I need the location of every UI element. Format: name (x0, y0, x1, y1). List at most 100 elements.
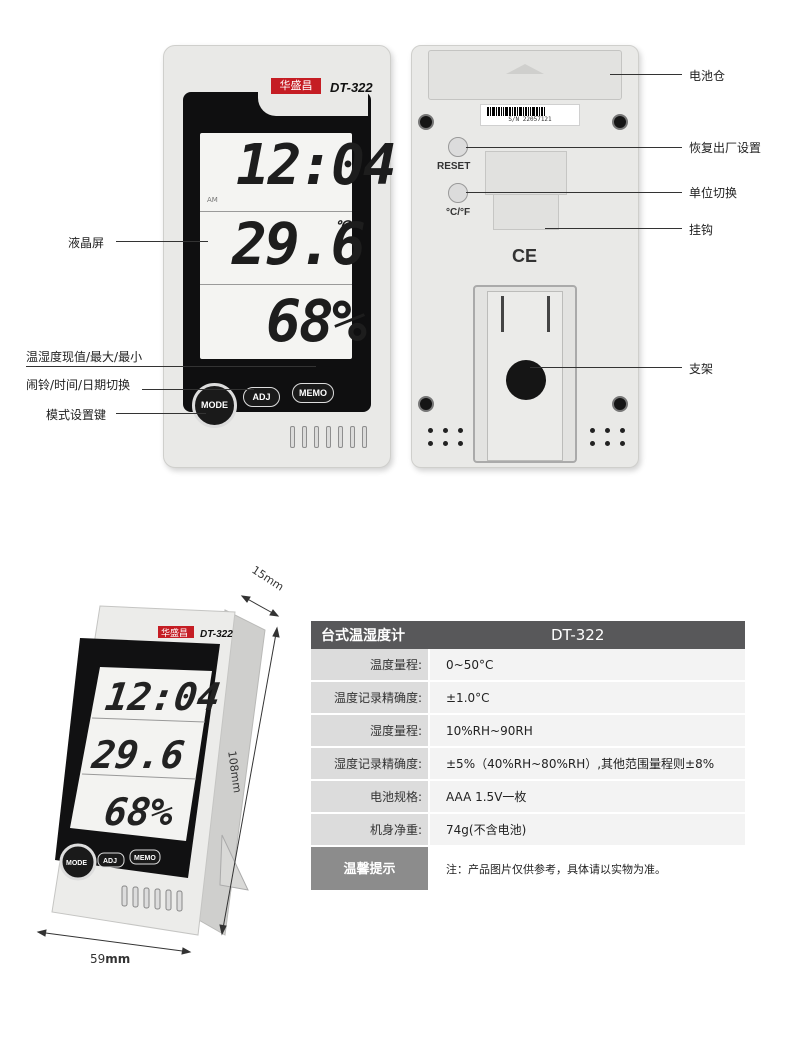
callout-line (610, 74, 682, 75)
speaker-dot (443, 441, 448, 446)
screw-icon (418, 396, 434, 412)
vent-slot (350, 426, 355, 448)
barcode-text: S/N 22057121 (508, 116, 552, 123)
table-row: 温度记录精确度: ±1.0°C (311, 682, 745, 715)
spec-key: 湿度记录精确度: (311, 748, 428, 779)
callout-line (545, 228, 682, 229)
dimension-width-unit: mm (105, 952, 131, 966)
screw-icon (612, 114, 628, 130)
spec-value: ±1.0°C (428, 682, 745, 713)
speaker-dot (428, 428, 433, 433)
callout-battery: 电池仓 (689, 69, 726, 83)
spec-key: 电池规格: (311, 781, 428, 812)
callout-stand: 支架 (689, 362, 714, 376)
callout-line (116, 413, 206, 414)
reset-label: RESET (437, 161, 471, 172)
lcd-humidity: 68% (266, 287, 367, 355)
brand-logo-box (158, 626, 194, 638)
stand-slot (547, 296, 550, 332)
reset-button[interactable] (448, 137, 468, 157)
dimension-width: 59mm (90, 952, 130, 966)
adj-button[interactable]: ADJ (243, 387, 280, 407)
unit-label: °C/°F (446, 207, 471, 218)
adj-button-label: ADJ (103, 858, 117, 865)
tip-key: 温馨提示 (311, 847, 428, 890)
tip-value: 注：产品图片仅供参考，具体请以实物为准。 (428, 847, 745, 890)
speaker-dot (590, 428, 595, 433)
callout-line (116, 241, 208, 242)
vent-slot (302, 426, 307, 448)
spec-table-header: 台式温湿度计 DT-322 (311, 621, 745, 649)
memo-button[interactable]: MEMO (292, 383, 334, 403)
mode-button[interactable]: MODE (192, 383, 237, 428)
angled-device-illustration: 12:04 29.6 68% 华盛昌 DT-322 MODE ADJ MEMO (36, 595, 280, 955)
mode-button-label: MODE (66, 860, 87, 867)
memo-button[interactable] (129, 849, 161, 865)
stand-slot (501, 296, 504, 332)
speaker-dot (605, 441, 610, 446)
speaker-dot (620, 428, 625, 433)
table-row: 温度量程: 0~50°C (311, 649, 745, 682)
callout-line (530, 367, 682, 368)
hook-upper (485, 151, 567, 195)
lcd-divider (81, 773, 197, 780)
callout-reset: 恢复出厂设置 (689, 141, 762, 155)
table-row-tip: 温馨提示 注：产品图片仅供参考，具体请以实物为准。 (311, 847, 745, 892)
speaker-dot (458, 441, 463, 446)
vent-group (121, 885, 183, 912)
lcd-divider (200, 284, 352, 285)
adj-button[interactable] (97, 852, 125, 868)
brand-logo: 华盛昌 (161, 627, 188, 639)
unit-toggle-button[interactable] (448, 183, 468, 203)
spec-value: 74g(不含电池) (428, 814, 745, 845)
brand-logo: 华盛昌 (271, 78, 321, 94)
vent-slot (326, 426, 331, 448)
ce-mark: CE (512, 246, 538, 266)
table-row: 湿度量程: 10%RH~90RH (311, 715, 745, 748)
callout-line (466, 192, 682, 193)
barcode-label: S/N 22057121 (480, 104, 580, 126)
spec-value: AAA 1.5V一枚 (428, 781, 745, 812)
model-label: DT-322 (200, 629, 233, 640)
model-label: DT-322 (330, 80, 373, 95)
speaker-dot (620, 441, 625, 446)
spec-key: 湿度量程: (311, 715, 428, 746)
dimension-arrows (36, 595, 280, 955)
lcd-divider (91, 717, 206, 723)
callout-unit-switch: 单位切换 (689, 186, 738, 200)
lcd-temp-unit: ℃ (335, 219, 350, 234)
vent-slot (314, 426, 319, 448)
lcd-divider (200, 211, 352, 212)
callout-line (142, 389, 254, 390)
callout-mode-key: 模式设置键 (46, 408, 107, 422)
table-row: 湿度记录精确度: ±5%（40%RH~80%RH）,其他范围量程则±8% (311, 748, 745, 781)
vent-slot (362, 426, 367, 448)
device-lcd (70, 667, 212, 841)
dimension-width-num: 59 (90, 952, 106, 966)
spec-key: 温度量程: (311, 649, 428, 680)
speaker-dot (605, 428, 610, 433)
speaker-dot (443, 428, 448, 433)
callout-lcd: 液晶屏 (68, 236, 105, 250)
spec-table-title: 台式温湿度计 (321, 628, 405, 644)
battery-cover[interactable] (428, 50, 622, 100)
hook-lower (493, 194, 559, 230)
speaker-dot (428, 441, 433, 446)
speaker-dot (458, 428, 463, 433)
callout-hook: 挂钩 (689, 223, 714, 237)
spec-key: 机身净重: (311, 814, 428, 845)
memo-button-label: MEMO (134, 855, 156, 862)
lcd-temperature: 29.6 (88, 734, 187, 778)
vent-slot (338, 426, 343, 448)
callout-alarm-time-date: 闹铃/时间/日期切换 (26, 378, 131, 392)
lcd-am-indicator: AM (207, 196, 218, 204)
callout-line (26, 366, 316, 367)
lcd-time: 12:04 (103, 676, 224, 720)
lcd-humidity: 68% (101, 791, 176, 835)
spec-table-model: DT-322 (551, 626, 605, 644)
speaker-dot (590, 441, 595, 446)
battery-cover-arrow (506, 62, 544, 74)
callout-temp-humidity: 温湿度现值/最大/最小 (26, 350, 143, 364)
lcd-time: 12:04 (236, 133, 397, 198)
mode-button[interactable] (59, 843, 97, 881)
